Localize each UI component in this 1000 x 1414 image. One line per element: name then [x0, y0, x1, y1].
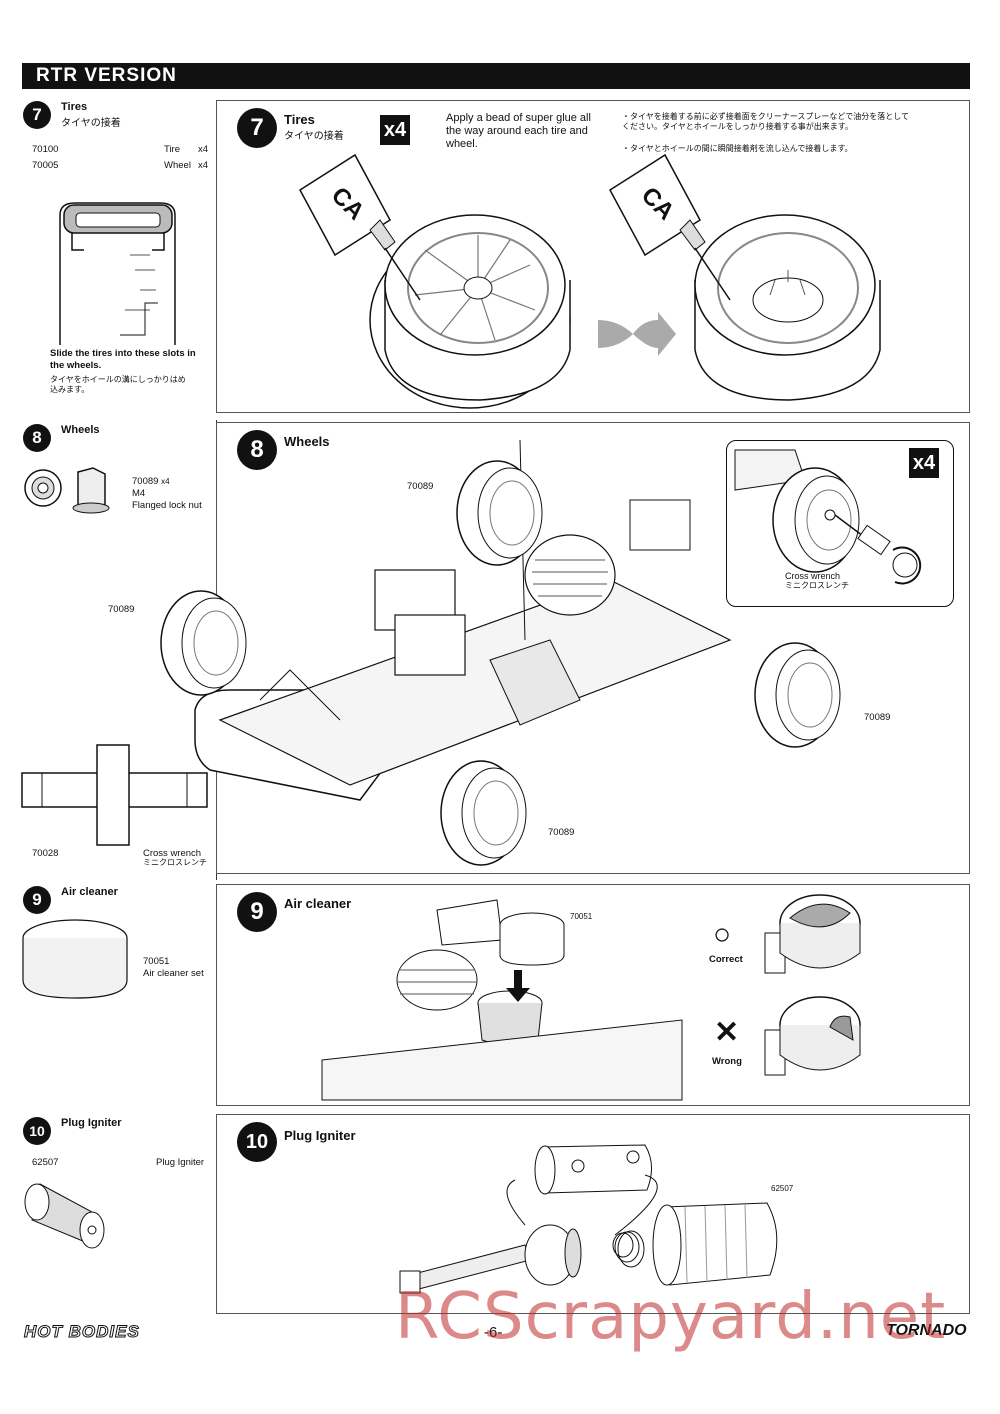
plug-igniter-illustration [24, 1183, 105, 1249]
step-title-jp: タイヤの接着 [284, 131, 344, 142]
step-number-badge: 9 [237, 892, 277, 932]
glue-tire-illustration-front [299, 153, 571, 409]
cross-wrench-illustration [21, 744, 208, 846]
air-cleaner-wrong-illustration [764, 996, 861, 1076]
step-title: Air cleaner [61, 886, 118, 898]
air-cleaner-illustration [22, 919, 128, 999]
part-callout: 70051 [570, 912, 593, 921]
wrong-icon: ✕ [714, 1016, 740, 1049]
step-number-badge: 10 [237, 1122, 277, 1162]
glue-instruction-jp-1: ・タイヤを接着する前に必ず接着面をクリーナースプレーなどで油分を落としてください… [622, 112, 909, 131]
quantity-multiplier: x4 [909, 448, 939, 478]
brand-logo-right: TORNADO [886, 1322, 967, 1339]
step-number-badge: 7 [23, 101, 51, 129]
wrong-label: Wrong [712, 1056, 742, 1067]
part-callout: 70089 [407, 481, 434, 492]
air-cleaner-code: 70051 [143, 956, 170, 967]
wrench-code: 70028 [32, 848, 59, 859]
brand-logo-left: HOT BODIES [24, 1322, 140, 1342]
part-code: 70005 [32, 160, 59, 171]
step-title: Plug Igniter [284, 1128, 356, 1143]
wrench-label: Cross wrench [785, 571, 841, 581]
step10-panel [216, 1114, 970, 1314]
wheel-illustration [440, 760, 527, 866]
correct-label: Correct [709, 954, 743, 965]
step-title-jp: タイヤの接着 [61, 118, 121, 129]
part-callout: 70089 [548, 827, 575, 838]
step-number-badge: 10 [23, 1117, 51, 1145]
step9-panel [216, 884, 970, 1106]
tire-wheel-section-illustration [59, 202, 176, 345]
wrench-name-jp: ミニクロスレンチ [143, 858, 207, 867]
tire-note: Slide the tires into these slots in the … [50, 348, 196, 371]
step-number-badge: 9 [23, 886, 51, 914]
wrench-tightening-detail [734, 449, 922, 585]
nut-size: M4 [132, 488, 146, 499]
air-cleaner-correct-illustration [764, 894, 861, 974]
part-code: 70100 [32, 144, 59, 155]
step-title: Plug Igniter [61, 1117, 122, 1129]
air-cleaner-name: Air cleaner set [143, 968, 204, 979]
correct-icon: ○ [713, 918, 732, 951]
arrow-icon [598, 312, 676, 356]
part-name: Tire [164, 144, 181, 155]
section-header: RTR VERSION [22, 63, 970, 89]
step-number-badge: 7 [237, 108, 277, 148]
part-callout: 70089 [108, 604, 135, 615]
flanged-lock-nut-illustration [24, 467, 110, 514]
step-title: Wheels [284, 434, 330, 449]
watermark: RCScrapyard.net [395, 1280, 947, 1354]
glue-instruction-jp-2: ・タイヤとホイールの間に瞬間接着剤を流し込んで接着します。 [622, 144, 853, 153]
wrench-label-jp: ミニクロスレンチ [785, 581, 849, 590]
part-callout: 62507 [771, 1184, 794, 1193]
glue-tire-illustration-back [609, 153, 881, 401]
step-number-badge: 8 [23, 424, 51, 452]
step-title: Tires [61, 101, 88, 113]
igniter-code: 62507 [32, 1157, 59, 1168]
glue-instruction: Apply a bead of super glue all the way a… [446, 112, 591, 150]
tire-note-jp: タイヤをホイールの溝にしっかりはめ込みます。 [50, 375, 186, 394]
part-callout: 70089 [864, 712, 891, 723]
step7-panel [216, 100, 970, 413]
step-title: Tires [284, 112, 315, 127]
nut-code: 70089 x4 [132, 476, 170, 487]
chassis-illustration [194, 439, 732, 801]
wheel-illustration [160, 590, 247, 696]
part-qty: x4 [198, 160, 209, 171]
part-name: Wheel [164, 160, 191, 171]
nut-name: Flanged lock nut [132, 500, 202, 511]
wheel-illustration [456, 460, 543, 566]
part-qty: x4 [198, 144, 209, 155]
step-title: Air cleaner [284, 896, 352, 911]
quantity-multiplier: x4 [380, 115, 410, 145]
detail-inset [726, 440, 954, 607]
wrench-name: Cross wrench [143, 848, 202, 859]
step-title: Wheels [61, 424, 100, 436]
igniter-name: Plug Igniter [156, 1157, 205, 1168]
plug-igniter-assembly-illustration [399, 1144, 778, 1294]
step-number-badge: 8 [237, 430, 277, 470]
page-number: -6- [484, 1324, 503, 1341]
wheel-illustration [754, 642, 841, 748]
engine-air-cleaner-illustration [321, 899, 683, 1101]
